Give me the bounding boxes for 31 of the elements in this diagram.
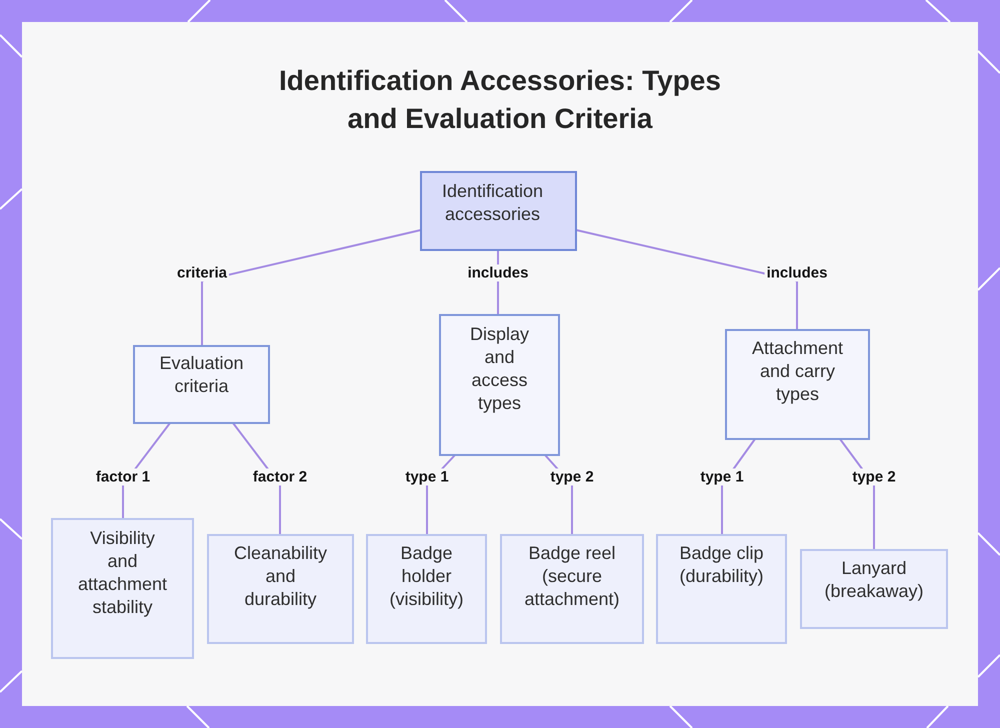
edge-label: type 2	[850, 468, 898, 486]
concept-box	[500, 534, 644, 644]
box-text: Badge reel (secure attachment)	[523, 542, 621, 611]
concept-box	[725, 329, 870, 440]
box-text: Display and access types	[468, 323, 530, 415]
edge-label: type 2	[548, 468, 596, 486]
diagram-title: Identification Accessories: Types and Evaluation Criteria	[278, 64, 722, 136]
box-text: Identification accessories	[440, 180, 544, 226]
concept-box	[420, 171, 577, 251]
box-text: Cleanability and durability	[232, 542, 328, 611]
concept-box	[800, 549, 948, 629]
box-text: Visibility and attachment stability	[76, 527, 168, 619]
connector-line	[201, 229, 422, 345]
edge-label: factor 2	[250, 468, 310, 486]
edge-label: criteria	[174, 264, 230, 282]
concept-box	[207, 534, 354, 644]
edge-label: factor 1	[94, 468, 152, 486]
edge-label: type 1	[698, 468, 746, 486]
edge-label: type 1	[403, 468, 451, 486]
concept-box	[133, 345, 270, 424]
box-text: Badge holder (visibility)	[388, 542, 464, 611]
concept-box	[51, 518, 194, 659]
concept-box	[656, 534, 787, 644]
box-text: Badge clip (durability)	[678, 542, 765, 588]
box-text: Attachment and carry types	[750, 337, 844, 406]
concept-box	[366, 534, 487, 644]
box-text: Lanyard (breakaway)	[823, 557, 925, 603]
box-text: Evaluation criteria	[158, 352, 245, 398]
connector-line	[576, 229, 798, 329]
concept-box	[439, 314, 560, 456]
edge-label: includes	[764, 264, 830, 282]
